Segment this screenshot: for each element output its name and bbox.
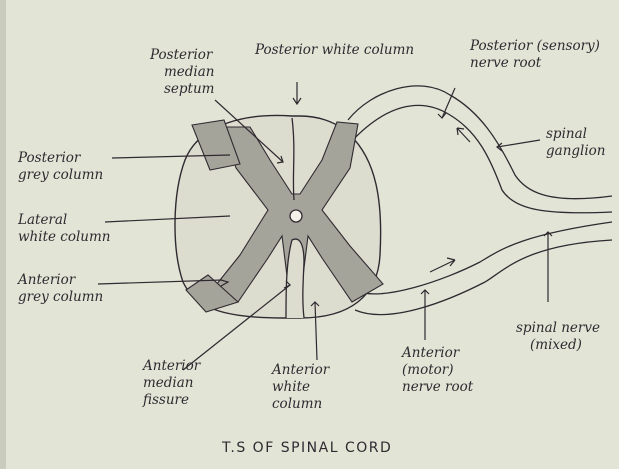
diagram-title: T.S OF SPINAL CORD	[222, 440, 392, 456]
label-anterior-median-fissure: Anterior median fissure	[143, 358, 200, 409]
label-spinal-nerve: spinal nerve (mixed)	[516, 320, 600, 354]
label-spinal-ganglion: spinal ganglion	[546, 126, 605, 160]
label-lateral-white-column: Lateral white column	[18, 212, 110, 246]
paper-edge	[0, 0, 6, 469]
label-posterior-nerve-root: Posterior (sensory) nerve root	[470, 38, 600, 72]
label-posterior-median-septum: Posterior median septum	[150, 47, 215, 98]
label-anterior-nerve-root: Anterior (motor) nerve root	[402, 345, 473, 396]
label-posterior-grey-column: Posterior grey column	[18, 150, 103, 184]
label-posterior-white-column: Posterior white column	[255, 42, 414, 59]
label-anterior-white-column: Anterior white column	[272, 362, 329, 413]
central-canal	[290, 210, 302, 222]
label-anterior-grey-column: Anterior grey column	[18, 272, 103, 306]
